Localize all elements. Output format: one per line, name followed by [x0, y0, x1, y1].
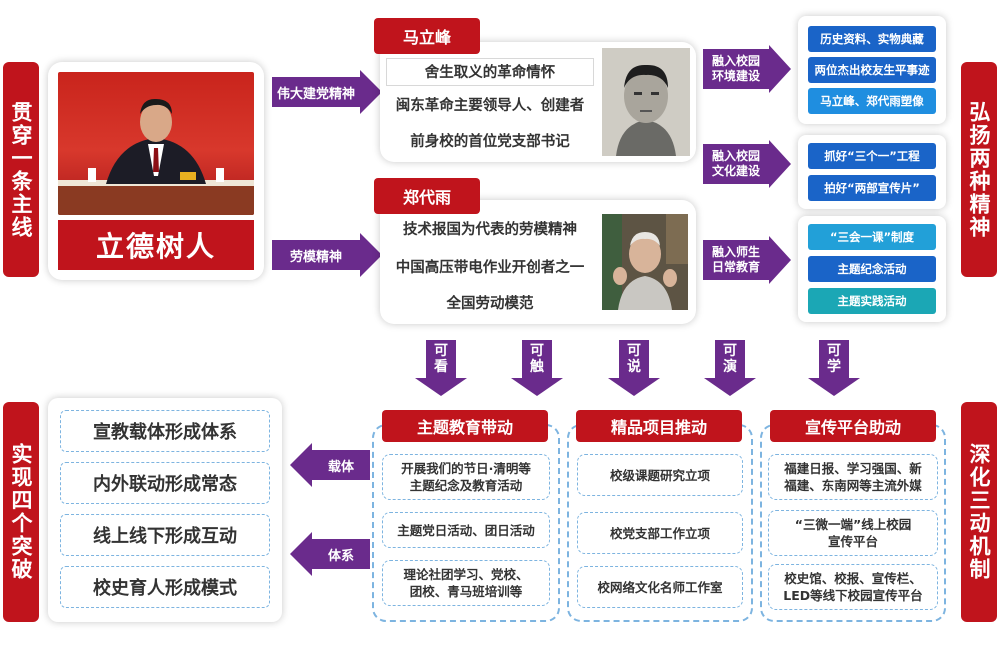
mechanism-1-item-3: 理论社团学习、党校、 团校、青马班培训等 — [382, 560, 550, 606]
banner-two-spirits: 弘扬两种精神 — [961, 62, 997, 277]
integration-3-item-3: 主题实践活动 — [808, 288, 936, 314]
person-2-name: 郑代雨 — [374, 178, 480, 214]
arrow-integration-1: 融入校园 环境建设 — [703, 45, 791, 93]
integration-3-item-1: “三会一课”制度 — [808, 224, 936, 250]
banner-three-mechanisms: 深化三动机制 — [961, 402, 997, 622]
breakthroughs-panel: 宣教载体形成体系 内外联动形成常态 线上线下形成互动 校史育人形成模式 — [48, 398, 282, 622]
mechanism-2-title: 精品项目推动 — [576, 410, 742, 442]
arrow-spirit-1: 伟大建党精神 — [272, 70, 382, 114]
main-theme-title: 立德树人 — [58, 220, 254, 270]
integration-2-item-2: 拍好“两部宣传片” — [808, 175, 936, 201]
arrow-system-label: 体系 — [312, 539, 370, 569]
arrow-carrier-label: 载体 — [312, 450, 370, 480]
mechanism-1-box: 开展我们的节日·清明等 主题纪念及教育活动 主题党日活动、团日活动 理论社团学习… — [372, 424, 560, 622]
integration-3-item-2: 主题纪念活动 — [808, 256, 936, 282]
person-2-figure — [602, 214, 688, 310]
integration-2-item-1: 抓好“三个一”工程 — [808, 143, 936, 169]
arrow-integration-2: 融入校园 文化建设 — [703, 140, 791, 188]
arrow-integration-1-label: 融入校园 环境建设 — [703, 49, 769, 89]
mechanism-3-box: 福建日报、学习强国、新 福建、东南网等主流外媒 “三微一端”线上校园 宣传平台 … — [760, 424, 946, 622]
arrow-carrier-head — [290, 443, 312, 487]
person-2-line-1: 技术报国为代表的劳模精神 — [403, 222, 577, 238]
breakthrough-item-4: 校史育人形成模式 — [60, 566, 270, 608]
arrow-integration-3-head — [769, 236, 791, 284]
mechanism-2-item-1: 校级课题研究立项 — [577, 454, 743, 496]
arrow-spirit-2-label: 劳模精神 — [272, 240, 360, 270]
down-arrow-3: 可说 — [608, 340, 660, 396]
mechanism-1-item-1: 开展我们的节日·清明等 主题纪念及教育活动 — [382, 454, 550, 500]
breakthrough-item-1: 宣教载体形成体系 — [60, 410, 270, 452]
person-1-portrait — [602, 48, 690, 156]
arrow-carrier: 载体 — [290, 443, 370, 487]
integration-1-box: 历史资料、实物典藏 两位杰出校友生平事迹 马立峰、郑代雨塑像 — [798, 16, 946, 124]
arrow-integration-3: 融入师生 日常教育 — [703, 236, 791, 284]
theme-panel: 立德树人 — [48, 62, 264, 280]
leader-photo — [58, 72, 254, 215]
person-1-line-2: 闽东革命主要领导人、创建者 — [395, 98, 585, 114]
mechanism-2-item-2: 校党支部工作立项 — [577, 512, 743, 554]
mechanism-3-item-2: “三微一端”线上校园 宣传平台 — [768, 510, 938, 556]
arrow-system: 体系 — [290, 532, 370, 576]
mechanism-3-title: 宣传平台助动 — [770, 410, 936, 442]
person-1-figure — [602, 48, 690, 156]
down-arrow-5-label: 可学 — [819, 340, 849, 378]
down-arrow-1: 可看 — [415, 340, 467, 396]
breakthrough-item-3: 线上线下形成互动 — [60, 514, 270, 556]
banner-main-line: 贯穿一条主线 — [3, 62, 39, 277]
arrow-spirit-2: 劳模精神 — [272, 233, 382, 277]
person-1-line-3: 前身校的首位党支部书记 — [410, 134, 570, 150]
mechanism-1-title: 主题教育带动 — [382, 410, 548, 442]
down-arrow-3-label: 可说 — [619, 340, 649, 378]
arrow-integration-3-label: 融入师生 日常教育 — [703, 240, 769, 280]
integration-1-item-3: 马立峰、郑代雨塑像 — [808, 88, 936, 114]
mechanism-2-box: 校级课题研究立项 校党支部工作立项 校网络文化名师工作室 — [567, 424, 753, 622]
arrow-spirit-1-head — [360, 70, 382, 114]
person-1-line-1: 舍生取义的革命情怀 — [386, 58, 594, 86]
down-arrow-1-label: 可看 — [426, 340, 456, 378]
arrow-integration-2-label: 融入校园 文化建设 — [703, 144, 769, 184]
integration-2-box: 抓好“三个一”工程 拍好“两部宣传片” — [798, 135, 946, 209]
banner-four-breakthroughs: 实现四个突破 — [3, 402, 39, 622]
mechanism-1-item-2: 主题党日活动、团日活动 — [382, 512, 550, 548]
person-2-panel: 技术报国为代表的劳模精神 中国高压带电作业开创者之一 全国劳动模范 — [380, 200, 696, 324]
leader-figure — [58, 98, 254, 215]
breakthrough-item-2: 内外联动形成常态 — [60, 462, 270, 504]
integration-1-item-1: 历史资料、实物典藏 — [808, 26, 936, 52]
person-2-line-3: 全国劳动模范 — [446, 296, 534, 312]
arrow-system-head — [290, 532, 312, 576]
person-2-portrait — [602, 214, 688, 310]
down-arrow-2-label: 可触 — [522, 340, 552, 378]
mechanism-3-item-1: 福建日报、学习强国、新 福建、东南网等主流外媒 — [768, 454, 938, 500]
down-arrow-5: 可学 — [808, 340, 860, 396]
person-1-name: 马立峰 — [374, 18, 480, 54]
arrow-integration-1-head — [769, 45, 791, 93]
person-1-panel: 舍生取义的革命情怀 闽东革命主要领导人、创建者 前身校的首位党支部书记 — [380, 42, 696, 162]
arrow-spirit-2-head — [360, 233, 382, 277]
down-arrow-2: 可触 — [511, 340, 563, 396]
person-2-line-2: 中国高压带电作业开创者之一 — [395, 260, 585, 276]
arrow-integration-2-head — [769, 140, 791, 188]
arrow-spirit-1-label: 伟大建党精神 — [272, 77, 360, 107]
integration-3-box: “三会一课”制度 主题纪念活动 主题实践活动 — [798, 216, 946, 322]
down-arrow-4-label: 可演 — [715, 340, 745, 378]
down-arrow-4: 可演 — [704, 340, 756, 396]
mechanism-2-item-3: 校网络文化名师工作室 — [577, 566, 743, 608]
integration-1-item-2: 两位杰出校友生平事迹 — [808, 57, 936, 83]
mechanism-3-item-3: 校史馆、校报、宣传栏、 LED等线下校园宣传平台 — [768, 564, 938, 610]
